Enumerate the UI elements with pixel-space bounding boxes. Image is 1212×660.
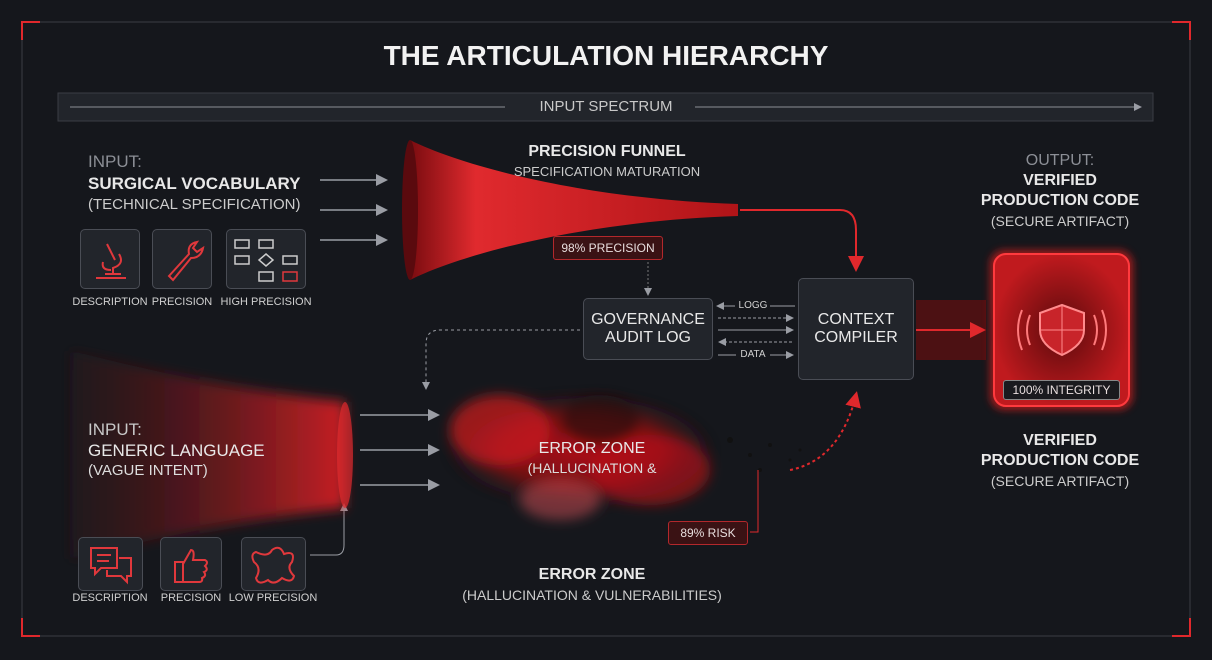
output-lower-line3: (SECURE ARTIFACT) [990, 473, 1130, 489]
precision-funnel [410, 140, 738, 280]
chat-icon [78, 537, 143, 591]
precision-badge: 98% PRECISION [553, 236, 663, 260]
output-lower-line2: PRODUCTION CODE [980, 452, 1140, 469]
icon-label-precision: PRECISION [160, 592, 222, 604]
input-title: SURGICAL VOCABULARY [88, 174, 301, 193]
integrity-badge: 100% INTEGRITY [1003, 380, 1120, 400]
frame [21, 21, 1191, 637]
governance-line2: AUDIT LOG [605, 329, 691, 346]
error-zone-title: ERROR ZONE [538, 566, 646, 583]
governance-line1: GOVERNANCE [591, 311, 705, 328]
microscope-icon [80, 229, 140, 289]
output-line1: VERIFIED [1023, 172, 1097, 189]
icon-label-precision: PRECISION [151, 296, 213, 308]
output-prefix: OUTPUT: [1025, 152, 1095, 169]
error-zone-subtitle: (HALLUCINATION & VULNERABILITIES) [462, 587, 722, 603]
compiler-line1: CONTEXT [817, 311, 895, 328]
input-subtitle: (TECHNICAL SPECIFICATION) [88, 196, 301, 213]
error-zone-inner-subtitle: (HALLUCINATION & [527, 460, 657, 476]
input-prefix: INPUT: [88, 420, 142, 439]
bottom-input-text: INPUT: GENERIC LANGUAGE (VAGUE INTENT) [88, 420, 265, 479]
risk-badge: 89% RISK [668, 521, 748, 545]
funnel-subtitle: SPECIFICATION MATURATION [513, 164, 701, 179]
splat-icon [241, 537, 306, 591]
icon-label-low-precision: LOW PRECISION [228, 592, 318, 604]
link-label-data: DATA [740, 349, 766, 360]
spectrum-bar [57, 92, 1154, 122]
page-title: THE ARTICULATION HIERARCHY [383, 40, 829, 71]
link-label-logg: LOGG [738, 300, 768, 311]
error-zone-inner-title: ERROR ZONE [538, 440, 646, 457]
input-prefix: INPUT: [88, 152, 142, 171]
spectrum-label: INPUT SPECTRUM [539, 98, 673, 115]
error-cloud [440, 390, 720, 520]
icon-label-high-precision: HIGH PRECISION [220, 296, 312, 308]
shield-icon [1017, 303, 1107, 357]
bottom-input-arrows [360, 409, 440, 491]
output-line2: PRODUCTION CODE [980, 192, 1140, 209]
icon-label-description: DESCRIPTION [72, 592, 148, 604]
thumbs-up-icon [160, 537, 222, 591]
input-title: GENERIC LANGUAGE [88, 441, 265, 460]
compiler-line2: COMPILER [814, 329, 898, 346]
funnel-title: PRECISION FUNNEL [528, 143, 686, 160]
flowchart-icon [226, 229, 306, 289]
wrench-icon [152, 229, 212, 289]
output-lower-line1: VERIFIED [1023, 432, 1097, 449]
debris-particles [727, 437, 802, 472]
generic-funnel [70, 350, 345, 560]
output-text: OUTPUT: VERIFIED PRODUCTION CODE (SECURE… [981, 151, 1139, 231]
icon-label-description: DESCRIPTION [72, 296, 148, 308]
top-input-arrows [320, 174, 388, 246]
output-line3: (SECURE ARTIFACT) [990, 213, 1130, 229]
top-input-text: INPUT: SURGICAL VOCABULARY (TECHNICAL SP… [88, 152, 301, 213]
output-lower-text: VERIFIED PRODUCTION CODE (SECURE ARTIFAC… [981, 431, 1139, 491]
input-subtitle: (VAGUE INTENT) [88, 462, 208, 479]
